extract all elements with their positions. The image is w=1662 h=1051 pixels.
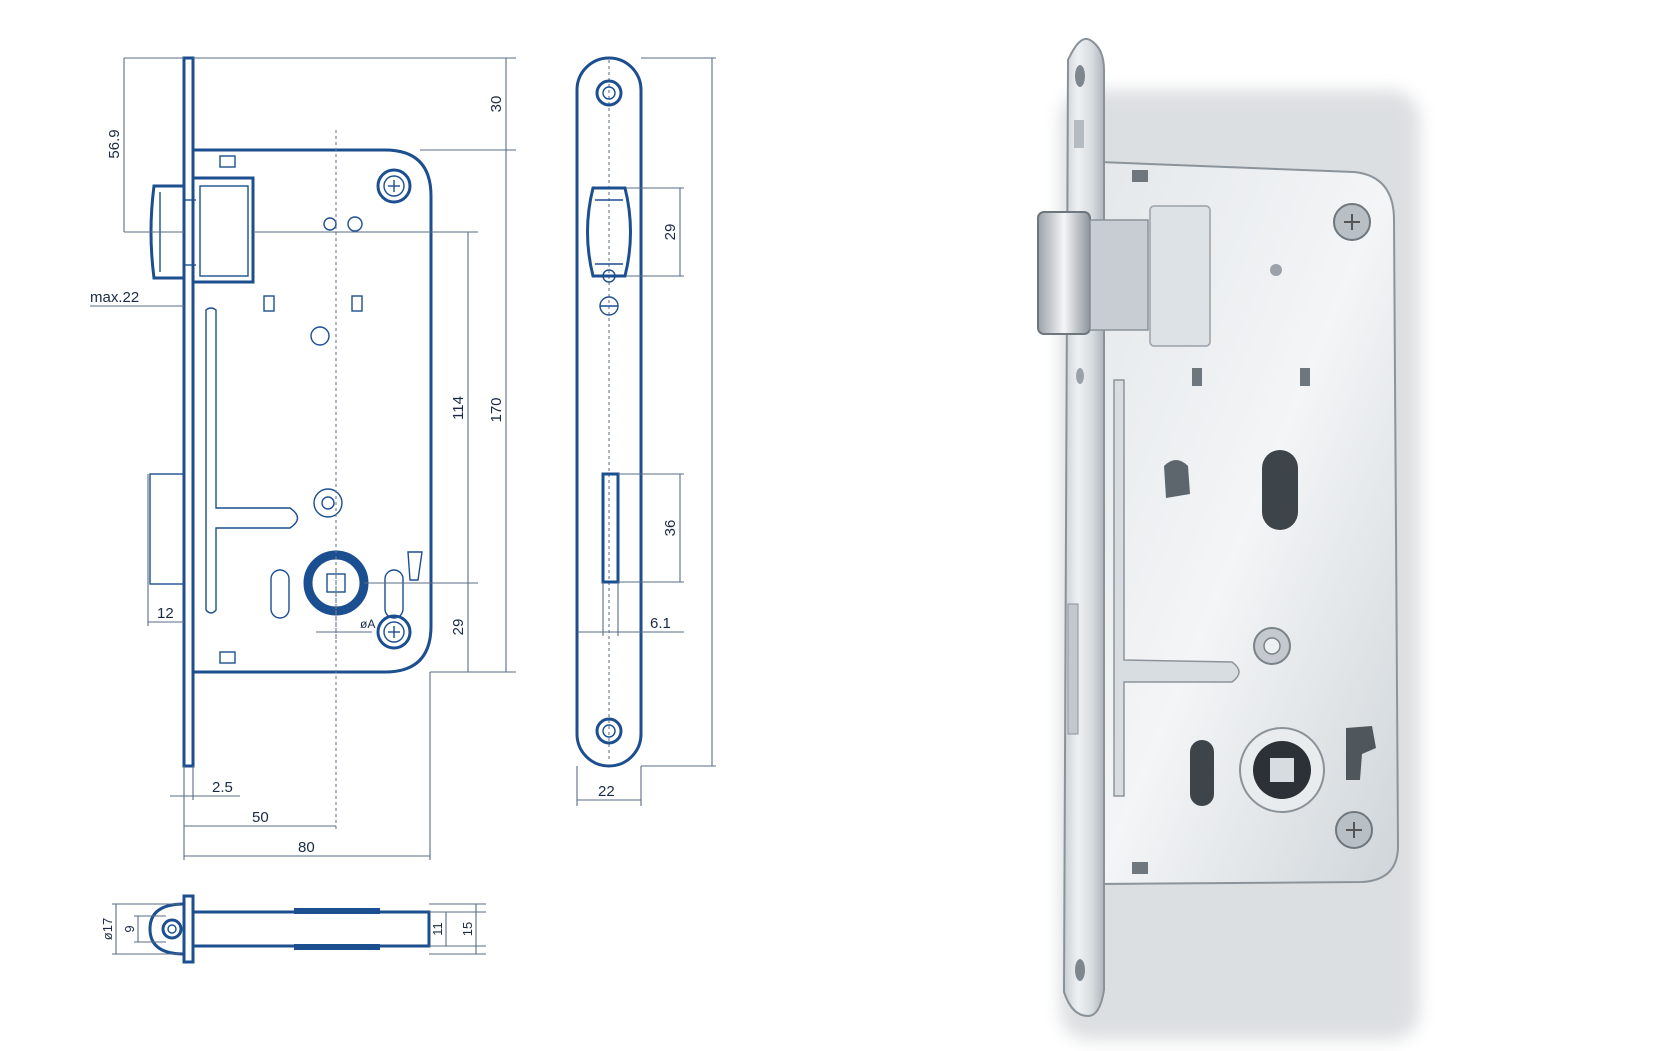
dim-phi-a: øA <box>360 617 375 631</box>
faceplate-view: 29 36 6.1 22 <box>575 56 716 806</box>
top-case <box>191 910 431 948</box>
case-hole <box>310 326 330 346</box>
dim-50: 50 <box>252 809 269 826</box>
photo-latch <box>1037 205 1211 347</box>
dim-9: 9 <box>122 925 137 932</box>
top-view: ø17 9 11 15 <box>100 894 486 964</box>
dim-11: 11 <box>430 922 445 936</box>
photo-follower <box>1239 727 1325 813</box>
faceplate-screw-hole <box>595 79 623 107</box>
faceplate-outline <box>575 56 643 768</box>
bolt-opening <box>601 472 620 584</box>
front-view: 30 170 114 29 56.9 max.22 12 2.5 50 80 ø… <box>90 56 516 860</box>
photo-screw-icon <box>1335 811 1373 849</box>
dim-15: 15 <box>460 922 475 936</box>
case-slot <box>219 155 236 168</box>
dim-80: 80 <box>298 839 315 856</box>
screw-icon <box>376 614 412 650</box>
dim-29-lower: 29 <box>450 619 467 636</box>
lock-case <box>193 148 433 674</box>
case-hole <box>323 217 337 231</box>
case-slot <box>263 295 275 312</box>
oval-slot <box>384 569 404 619</box>
case-hole <box>313 488 343 518</box>
dim-2-5: 2.5 <box>212 779 233 796</box>
case-hole <box>347 216 363 232</box>
case-hole <box>321 496 335 510</box>
photo-faceplate <box>1062 38 1105 1018</box>
dim-phi-17: ø17 <box>100 918 115 940</box>
dim-12: 12 <box>157 605 174 622</box>
case-slot <box>219 651 236 664</box>
dim-56-9: 56.9 <box>106 129 123 158</box>
faceplate-screw-hole <box>595 717 623 745</box>
case-slot <box>351 295 363 312</box>
top-latch <box>161 918 183 940</box>
dim-36: 36 <box>662 520 679 537</box>
latch-opening <box>586 186 632 278</box>
top-follower <box>294 908 380 914</box>
dim-30: 30 <box>488 96 505 113</box>
latch-bolt <box>149 176 255 284</box>
oval-slot <box>270 569 290 619</box>
dim-170: 170 <box>488 397 505 422</box>
faceplate <box>182 56 195 768</box>
lever-arm <box>205 307 299 614</box>
dim-114: 114 <box>450 396 467 420</box>
dim-6-1: 6.1 <box>650 615 671 632</box>
dim-22: 22 <box>598 783 615 800</box>
screw-icon <box>376 168 412 204</box>
photo-screw-icon <box>1333 203 1371 241</box>
release-tab <box>407 551 423 581</box>
dim-max-22: max.22 <box>90 289 139 306</box>
lock-photo <box>1037 38 1420 1040</box>
dim-29-latch: 29 <box>662 224 679 241</box>
